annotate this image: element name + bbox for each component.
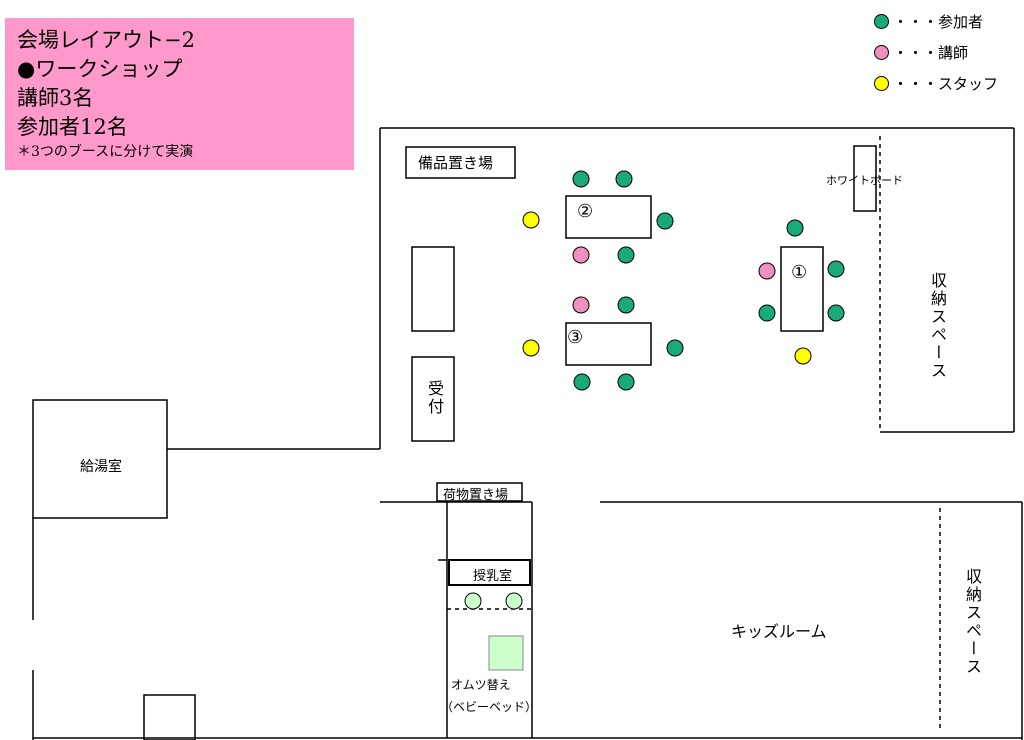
- instructor-count: 講師3名: [17, 86, 94, 110]
- table-2: [565, 195, 652, 239]
- kitchenette-room: [32, 399, 168, 519]
- instructor-seat: [572, 246, 590, 264]
- nursing-seat: [464, 592, 482, 610]
- instructor-marker-icon: [874, 45, 889, 60]
- participant-seat: [572, 170, 590, 188]
- staff-marker-icon: [874, 76, 889, 91]
- page-title: 会場レイアウト−2: [17, 28, 195, 52]
- participant-seat: [617, 246, 635, 264]
- participant-count: 参加者12名: [17, 115, 128, 139]
- event-type: ●ワークショップ: [17, 57, 183, 81]
- luggage-box: [436, 482, 523, 502]
- table-number-3: ③: [567, 327, 584, 348]
- kitchenette-label: 給湯室: [80, 459, 122, 475]
- participant-seat: [617, 296, 635, 314]
- equipment-label: 備品置き場: [418, 154, 494, 172]
- layout-note: ＊3つのブースに分けて実演: [17, 144, 194, 160]
- side-table: [411, 246, 455, 332]
- whiteboard: [853, 145, 877, 212]
- table-3: [565, 322, 652, 366]
- participant-seat: [786, 219, 804, 237]
- legend-label: ・・・参加者: [893, 13, 984, 31]
- participant-seat: [827, 260, 845, 278]
- table-number-2: ②: [577, 201, 594, 222]
- legend-item-staff: ・・・スタッフ: [874, 68, 998, 99]
- table-1: [780, 246, 824, 332]
- storage-label-bottom: 収納スペース: [963, 568, 982, 676]
- nursing-label: 授乳室: [473, 569, 513, 584]
- legend-label: ・・・スタッフ: [893, 75, 999, 93]
- equipment-box: [405, 146, 516, 179]
- participant-seat: [573, 373, 591, 391]
- storage-label-top: 収納スペース: [928, 272, 947, 380]
- participant-seat: [656, 212, 674, 230]
- title-box: 会場レイアウト−2 ●ワークショップ 講師3名 参加者12名 ＊3つのブースに分…: [5, 18, 354, 170]
- participant-seat: [827, 304, 845, 322]
- table-number-1: ①: [791, 262, 808, 283]
- baby-bed-label: （ベビーベッド）: [441, 700, 538, 714]
- legend: ・・・参加者 ・・・講師 ・・・スタッフ: [874, 6, 998, 99]
- luggage-label: 荷物置き場: [443, 488, 509, 503]
- reception-desk: [411, 356, 455, 442]
- diaper-label: オムツ替え: [451, 678, 511, 692]
- legend-item-participant: ・・・参加者: [874, 6, 998, 37]
- nursing-seat: [505, 592, 523, 610]
- participant-seat: [617, 373, 635, 391]
- small-box: [143, 694, 196, 740]
- changing-table: [488, 635, 524, 671]
- participant-seat: [758, 304, 776, 322]
- legend-item-instructor: ・・・講師: [874, 37, 998, 68]
- staff-seat: [522, 211, 540, 229]
- reception-label: 受付: [425, 380, 444, 416]
- participant-seat: [615, 170, 633, 188]
- kids-room-label: キッズルーム: [731, 622, 827, 641]
- staff-seat: [522, 339, 540, 357]
- participant-marker-icon: [874, 14, 889, 29]
- staff-seat: [794, 347, 812, 365]
- whiteboard-label: ホワイトボード: [826, 174, 903, 187]
- nursing-box: [448, 559, 531, 586]
- legend-label: ・・・講師: [893, 44, 969, 62]
- instructor-seat: [572, 296, 590, 314]
- instructor-seat: [758, 262, 776, 280]
- participant-seat: [666, 339, 684, 357]
